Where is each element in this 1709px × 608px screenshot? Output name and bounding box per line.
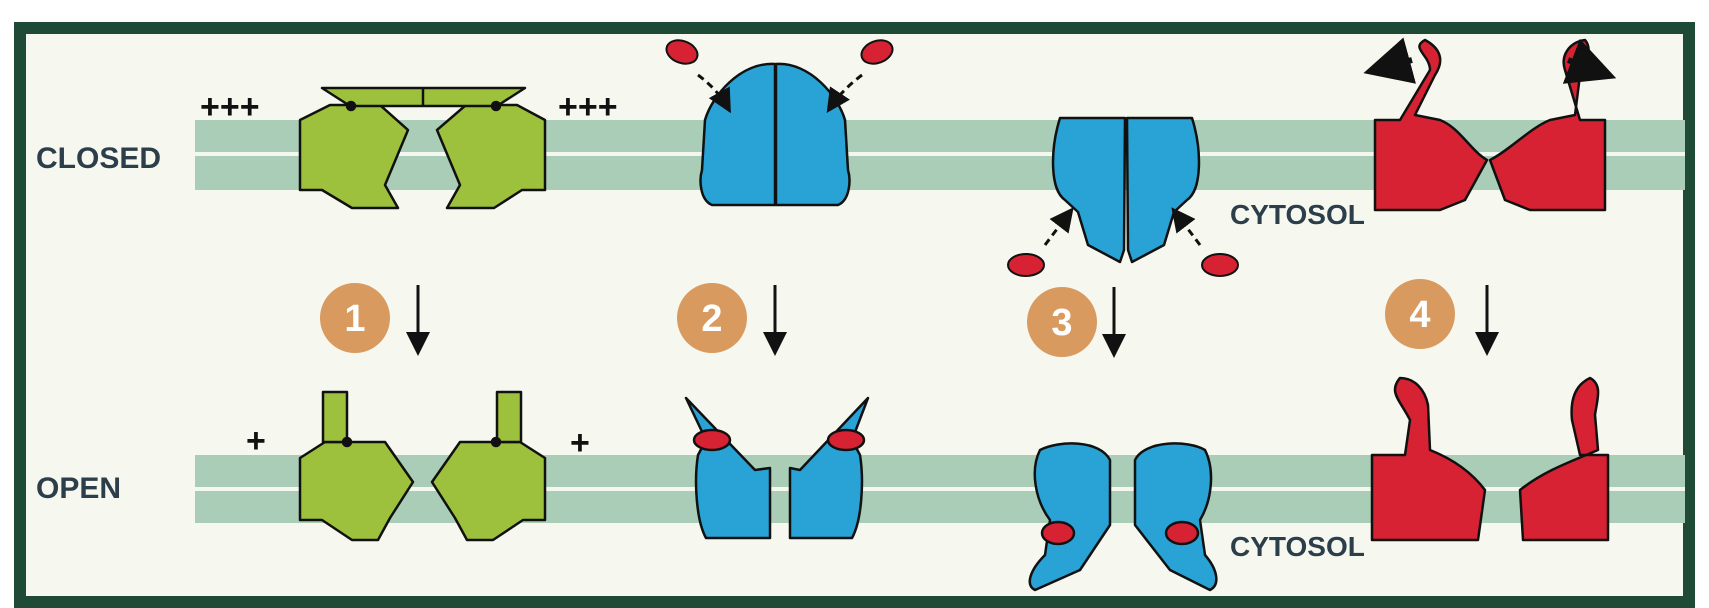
voltage-channel-closed xyxy=(298,86,547,210)
charge-closed-left: +++ xyxy=(200,88,260,126)
charge-open-left: + xyxy=(246,422,266,460)
svg-text:2: 2 xyxy=(701,298,722,340)
charge-open-right: + xyxy=(570,424,590,462)
step-4: 4 xyxy=(1385,279,1499,356)
closed-label: CLOSED xyxy=(36,142,161,175)
cytosol-label-bottom: CYTOSOL xyxy=(1230,531,1365,562)
svg-text:4: 4 xyxy=(1409,294,1430,336)
binding-arrow-left-3 xyxy=(1043,207,1074,246)
charge-closed-right: +++ xyxy=(558,88,618,126)
voltage-channel-open xyxy=(298,390,547,542)
mechanical-channel-open xyxy=(1370,376,1610,542)
pull-arrow-right xyxy=(1562,38,1617,84)
binding-arrow-left xyxy=(697,73,731,114)
step-3: 3 xyxy=(1027,287,1126,358)
ligand-channel-open xyxy=(684,396,870,540)
ligand-molecules-cytosol xyxy=(1007,253,1239,277)
step-1: 1 xyxy=(320,283,430,356)
cytosol-label-top: CYTOSOL xyxy=(1230,199,1365,230)
svg-text:1: 1 xyxy=(344,298,365,340)
ligand-channel-closed xyxy=(699,62,851,207)
ligand-molecules-top-left xyxy=(665,39,894,65)
intracellular-channel-open xyxy=(1028,442,1218,592)
binding-arrow-right-3 xyxy=(1171,207,1202,246)
step-2: 2 xyxy=(677,283,787,356)
binding-arrow-right xyxy=(826,73,863,113)
open-label: OPEN xyxy=(36,472,121,505)
intracellular-channel-closed xyxy=(1051,116,1201,264)
svg-text:3: 3 xyxy=(1051,302,1072,344)
pull-arrow-left xyxy=(1363,37,1417,84)
